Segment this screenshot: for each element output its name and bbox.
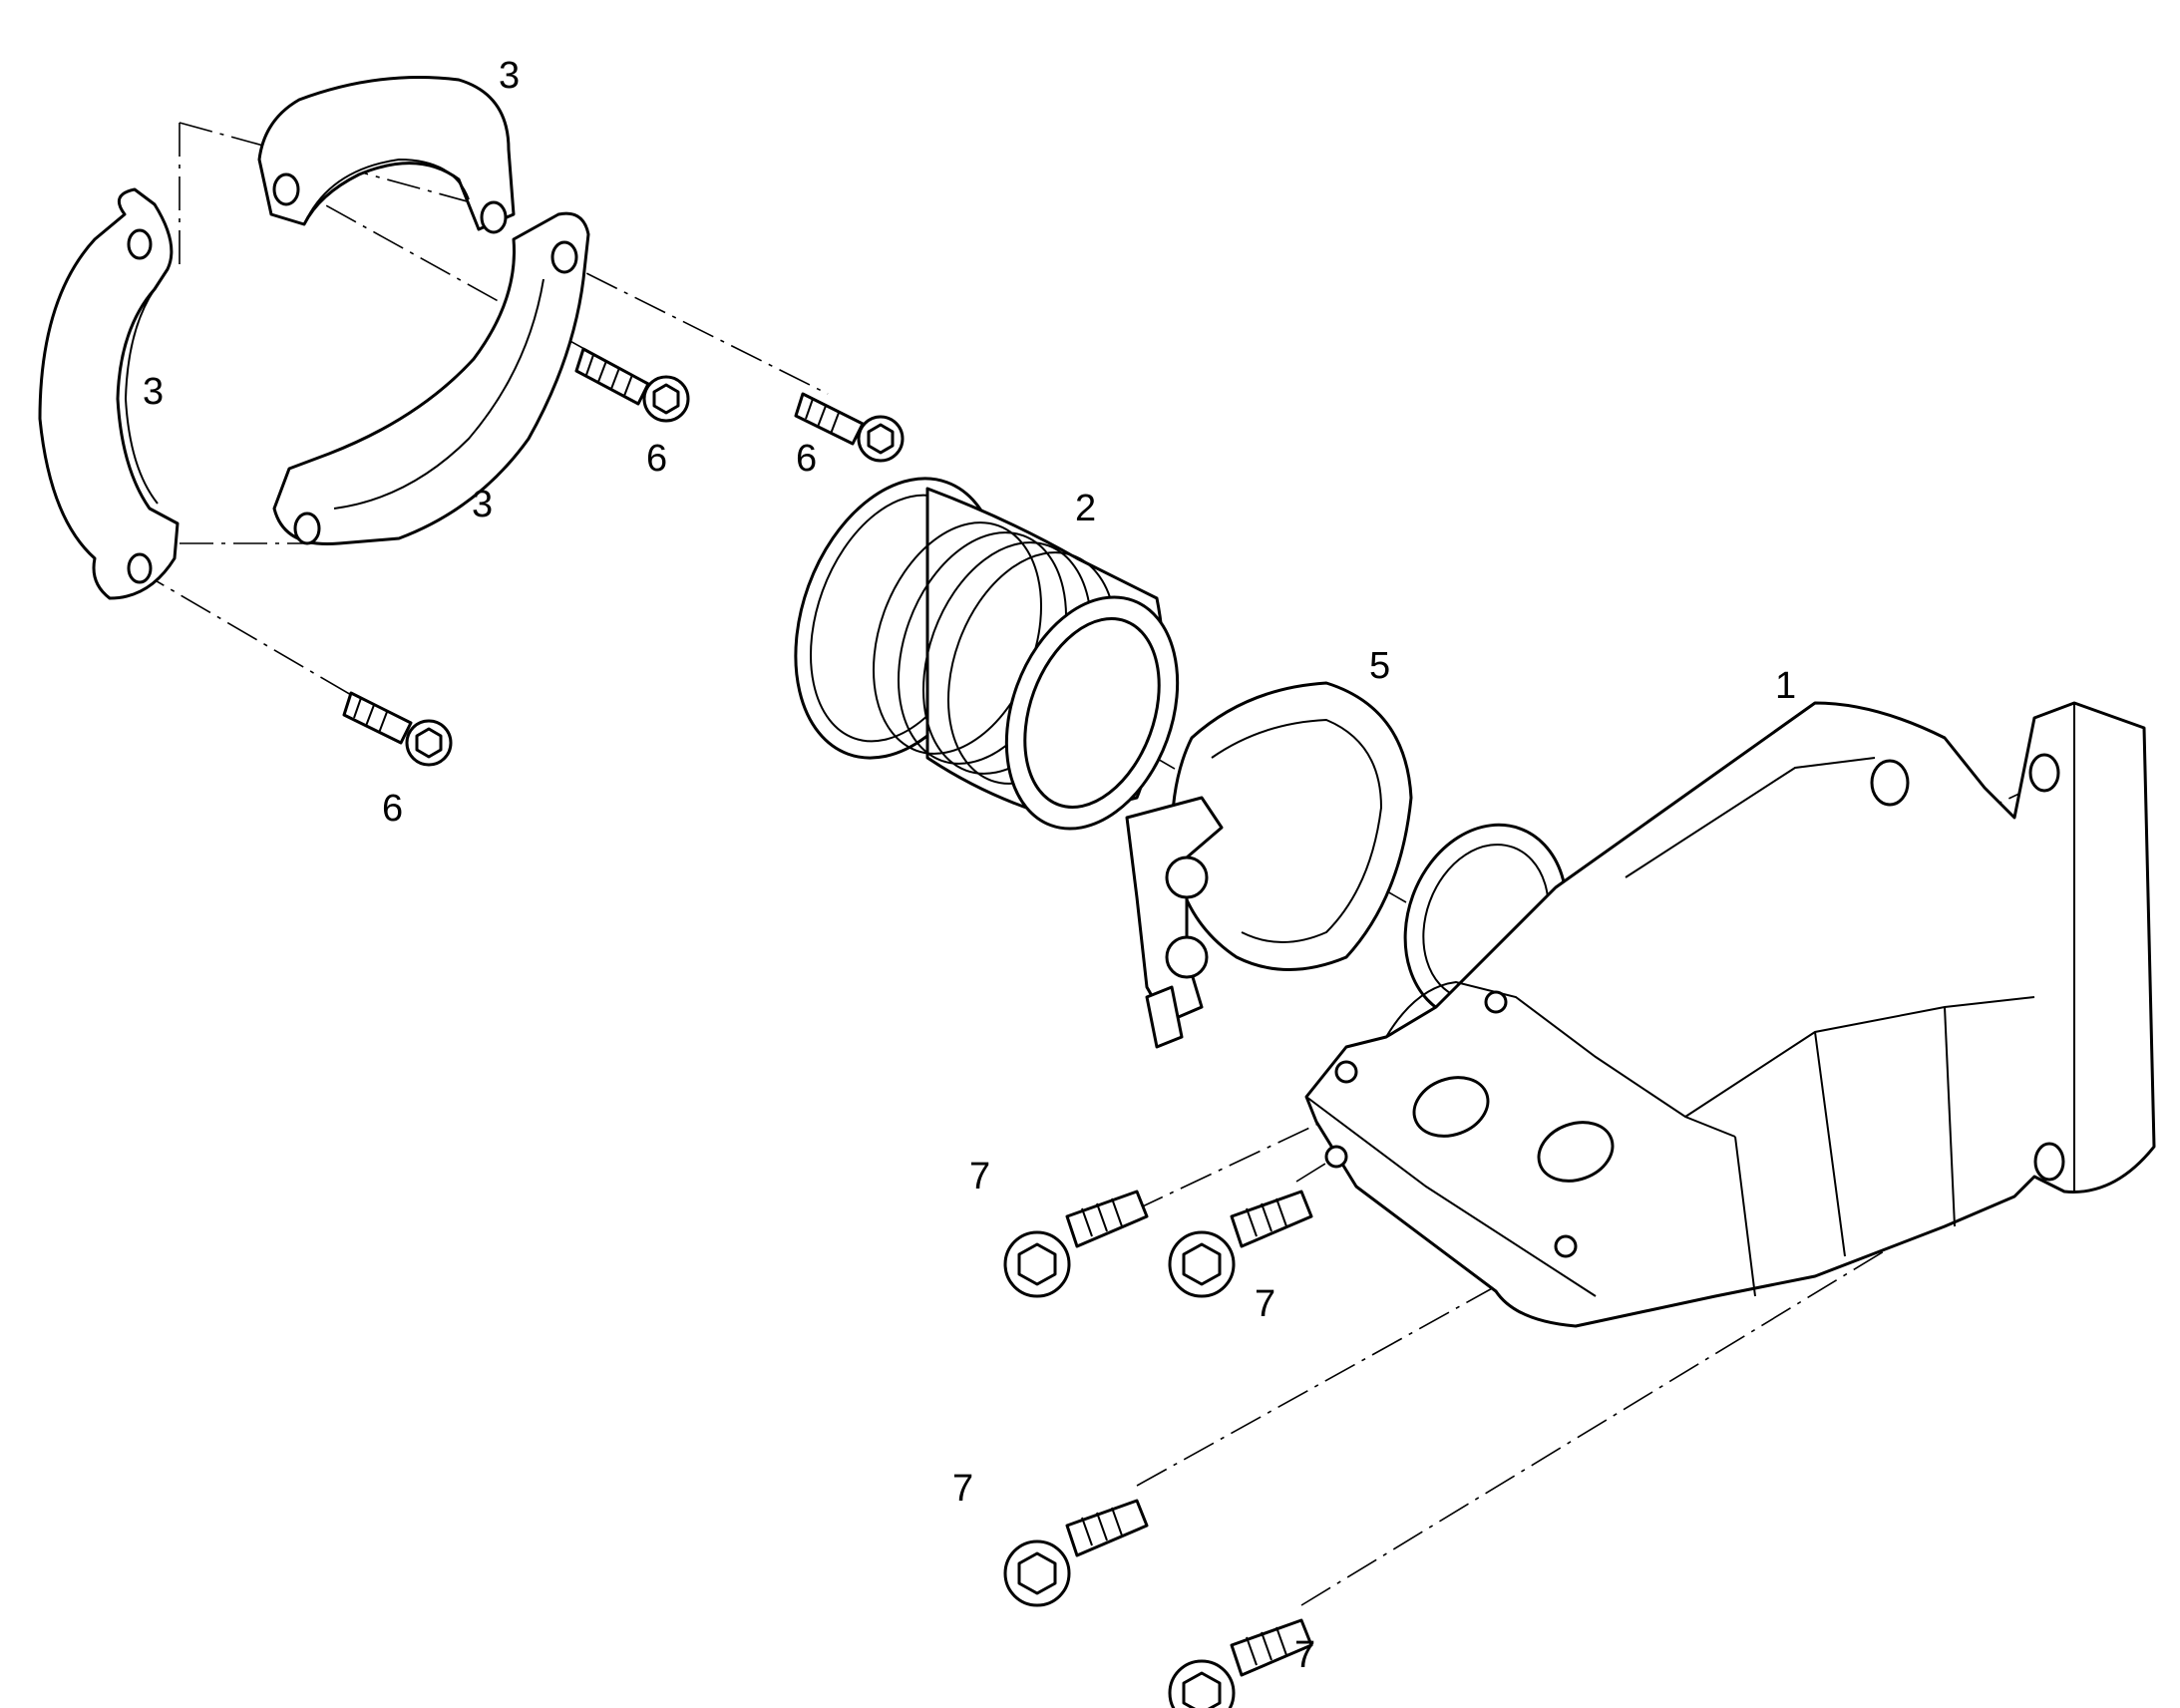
callout-6-lower: 6 <box>382 788 403 830</box>
bolt-7-lower-right <box>1168 1618 1313 1708</box>
callout-5: 5 <box>1369 645 1390 687</box>
screw-6-upper-right <box>794 392 905 463</box>
bolt-7-upper-left <box>1003 1190 1149 1298</box>
callout-2: 2 <box>1075 488 1096 529</box>
bolt-7-lower-left <box>1003 1499 1149 1607</box>
callout-1: 1 <box>1775 665 1796 707</box>
screw-6-upper-left <box>574 347 690 423</box>
v-band-clamp <box>1125 681 1413 1049</box>
callout-3-left: 3 <box>143 371 164 413</box>
clamp-segment-right <box>272 211 590 546</box>
clamp-segment-left <box>38 187 180 600</box>
callout-6-upper-right: 6 <box>796 438 817 480</box>
bracket-housing <box>1304 701 2156 1328</box>
bolt-7-upper-right <box>1168 1190 1313 1298</box>
callout-7-upper-right: 7 <box>1255 1283 1275 1325</box>
clamp-segment-top <box>257 76 516 234</box>
callout-labels: 3 3 3 6 6 6 2 5 1 7 7 7 7 <box>143 55 1796 1676</box>
bellows <box>794 477 1180 831</box>
callout-7-lower-right: 7 <box>1294 1634 1315 1676</box>
callout-3-bottom: 3 <box>472 484 493 525</box>
callout-6-upper-left: 6 <box>646 438 667 480</box>
screw-6-lower <box>342 691 453 767</box>
callout-3-top: 3 <box>499 55 520 97</box>
callout-7-lower-left: 7 <box>952 1468 973 1510</box>
callout-7-upper-left: 7 <box>969 1156 990 1197</box>
